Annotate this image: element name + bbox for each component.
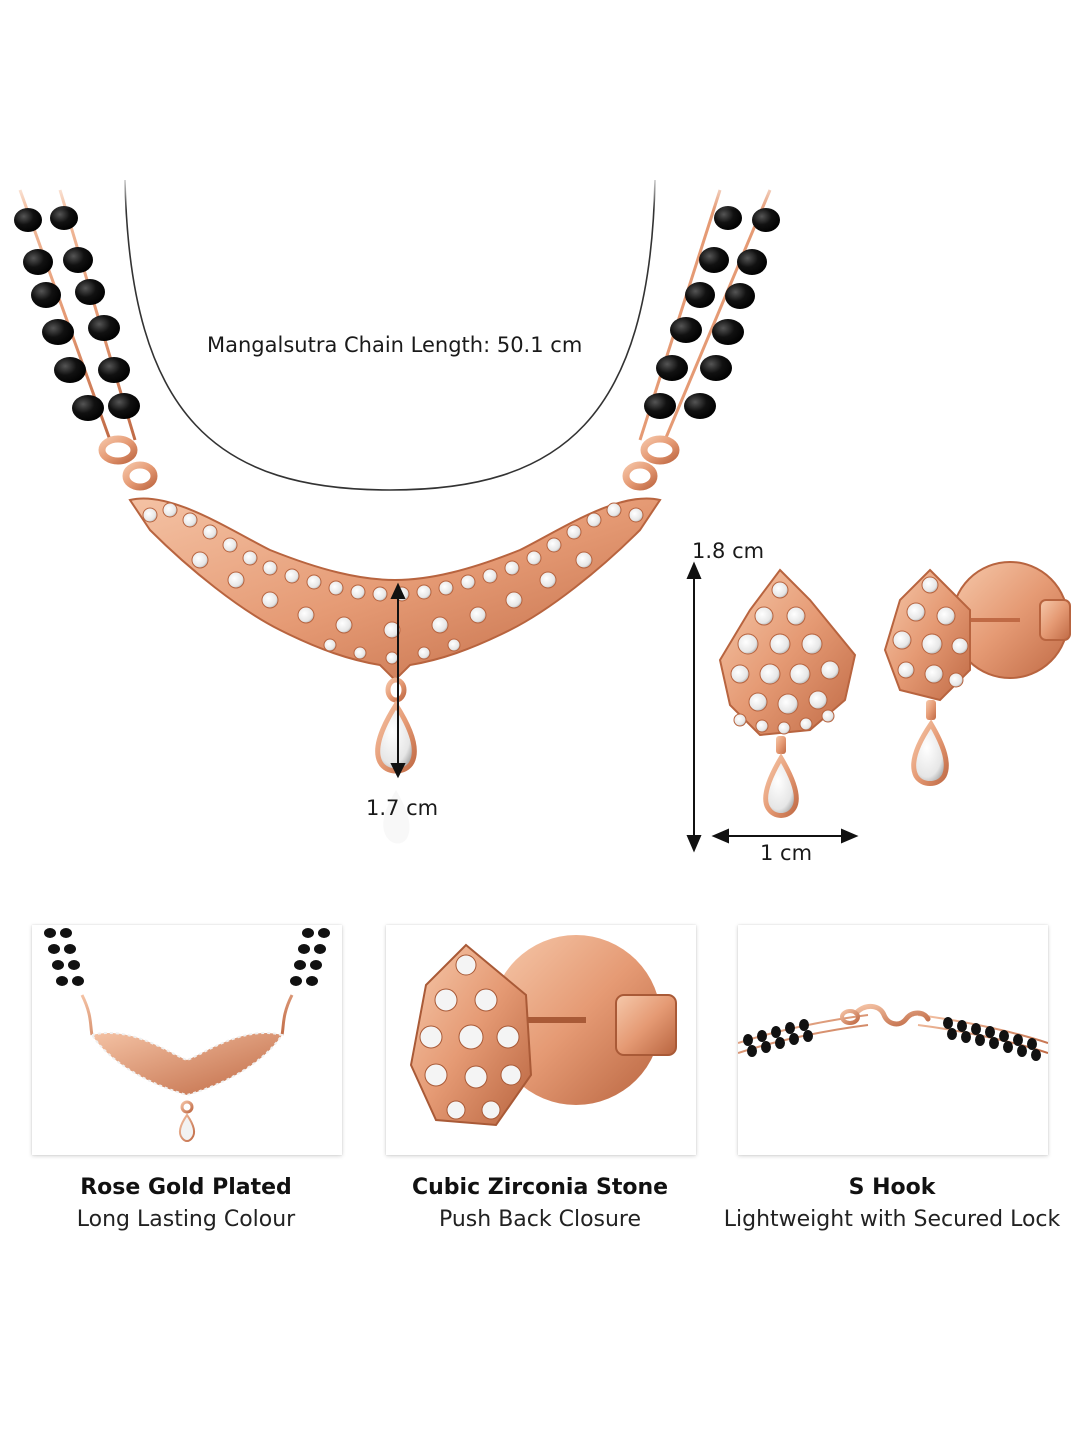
feature-subtitle: Lightweight with Secured Lock [723,1207,1061,1232]
thumb-s-hook [738,925,1048,1155]
earring-width-arrow [711,828,859,844]
earring-width-label: 1 cm [760,841,813,865]
chain-links [98,435,680,491]
earrings-illustration [686,561,1071,853]
earring-side [883,561,1071,786]
feature-s-hook: S Hook Lightweight with Secured Lock [712,1172,1072,1236]
feature-subtitle: Push Back Closure [438,1207,642,1232]
feature-cubic-zirconia: Cubic Zirconia Stone Push Back Closure [360,1172,720,1236]
pendant-height-arrow [390,582,406,779]
earring-front [718,568,857,818]
thumb-necklace [32,925,342,1155]
left-bead-strand [14,189,140,441]
pendant-drop [375,677,417,844]
feature-title: Cubic Zirconia Stone [411,1175,669,1200]
thumb-earring-closeup [386,925,696,1155]
chain-length-curve [124,179,656,491]
feature-title: Rose Gold Plated [80,1175,292,1200]
right-bead-strand [638,189,780,441]
feature-subtitle: Long Lasting Colour [76,1207,296,1232]
earring-height-arrow [686,561,702,853]
mangalsutra-illustration [0,170,800,844]
feature-rose-gold: Rose Gold Plated Long Lasting Colour [6,1172,366,1236]
chain-length-label: Mangalsutra Chain Length: 50.1 cm [207,333,583,357]
pendant-height-label: 1.7 cm [366,796,439,820]
earring-height-label: 1.8 cm [692,539,765,563]
feature-title: S Hook [848,1175,936,1200]
